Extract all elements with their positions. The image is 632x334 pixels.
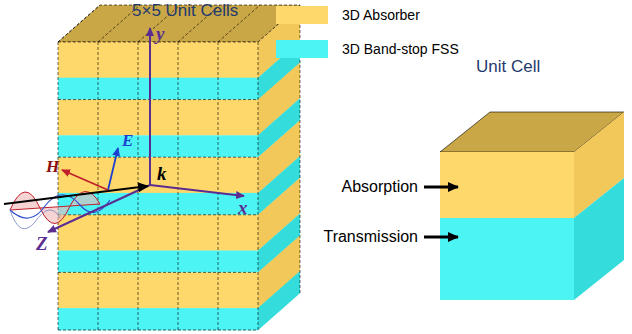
x-axis <box>150 185 244 196</box>
legend-text: 3D Band-stop FSS <box>342 41 459 57</box>
grid-line <box>258 42 259 330</box>
grid-line <box>58 42 59 330</box>
layer-band <box>58 42 258 78</box>
e-field-wave <box>10 195 110 218</box>
field-label: E <box>122 132 133 151</box>
axis-label: Z <box>36 234 48 255</box>
unit-cell-title: Unit Cell <box>476 58 540 77</box>
layer-band <box>58 215 258 251</box>
grid-line <box>218 42 219 330</box>
array-title: 5×5 Unit Cells <box>132 2 238 21</box>
layer-band <box>58 251 258 273</box>
array-block <box>58 5 300 330</box>
grid-line <box>138 42 139 330</box>
layer-band <box>58 78 258 100</box>
wave-trace <box>10 210 60 229</box>
e-vector <box>108 148 118 190</box>
layer-band-side <box>258 271 300 330</box>
layer-band <box>58 272 258 308</box>
legend-text: 3D Absorber <box>342 7 420 23</box>
axis-label: y <box>156 24 164 45</box>
layer-band <box>58 308 258 330</box>
absorption-arrow <box>424 186 458 189</box>
legend-swatch <box>276 6 328 24</box>
cube-fss <box>440 218 574 300</box>
cell-grid <box>58 5 300 330</box>
layer-band <box>58 157 258 193</box>
layer-band <box>58 100 258 136</box>
unit-cell-cube <box>440 112 624 300</box>
transmission-arrow <box>424 236 458 239</box>
axis-label: x <box>238 198 248 219</box>
legend-swatch <box>276 40 328 58</box>
y-axis <box>149 28 151 185</box>
legend-item: 3D Band-stop FSS <box>276 40 459 58</box>
grid-line <box>58 272 258 273</box>
grid-line <box>58 157 258 158</box>
grid-line <box>58 99 258 100</box>
grid-line <box>58 330 258 331</box>
cube-absorber <box>440 152 574 218</box>
cube-side-fss <box>574 178 624 300</box>
callout-label: Transmission <box>323 228 418 246</box>
callout-label: Absorption <box>342 178 419 196</box>
grid-line <box>178 42 179 330</box>
k-vector <box>4 186 148 204</box>
wave-vector-label: k <box>157 164 167 185</box>
h-vector <box>62 170 108 190</box>
grid-line <box>58 5 100 42</box>
front-layers <box>58 42 258 330</box>
legend-item: 3D Absorber <box>276 6 420 24</box>
layer-band <box>58 135 258 157</box>
field-label: H <box>46 158 59 177</box>
